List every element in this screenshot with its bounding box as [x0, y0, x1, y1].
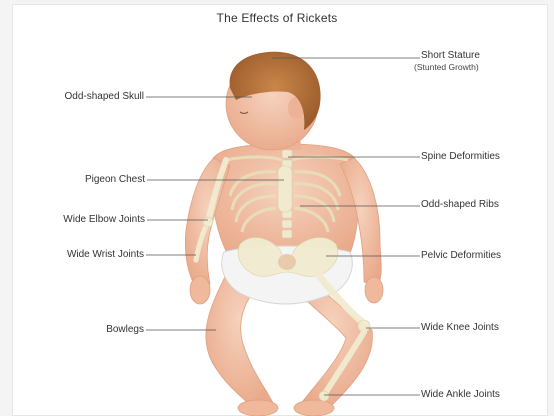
elbow-joint — [203, 217, 213, 227]
left-foot — [294, 400, 334, 416]
label-pigeon-chest: Pigeon Chest — [85, 174, 145, 186]
label-bowlegs: Bowlegs — [106, 324, 144, 336]
right-hand — [190, 276, 210, 304]
label-wide-ankle: Wide Ankle Joints — [421, 389, 500, 401]
label-spine: Spine Deformities — [421, 151, 500, 163]
left-hand — [365, 277, 383, 303]
label-pelvic: Pelvic Deformities — [421, 250, 501, 262]
feet — [238, 400, 334, 416]
label-short-stature-sub: (Stunted Growth) — [414, 62, 479, 72]
right-foot — [238, 400, 278, 416]
label-wide-wrist: Wide Wrist Joints — [67, 249, 144, 261]
ankle-joint — [319, 391, 329, 401]
pelvic-opening — [278, 254, 296, 270]
label-wide-knee: Wide Knee Joints — [421, 322, 499, 334]
label-odd-skull: Odd-shaped Skull — [65, 91, 145, 103]
label-wide-elbow: Wide Elbow Joints — [63, 214, 145, 226]
label-odd-ribs: Odd-shaped Ribs — [421, 199, 499, 211]
label-short-stature: Short Stature — [421, 50, 480, 62]
sternum — [278, 166, 292, 212]
